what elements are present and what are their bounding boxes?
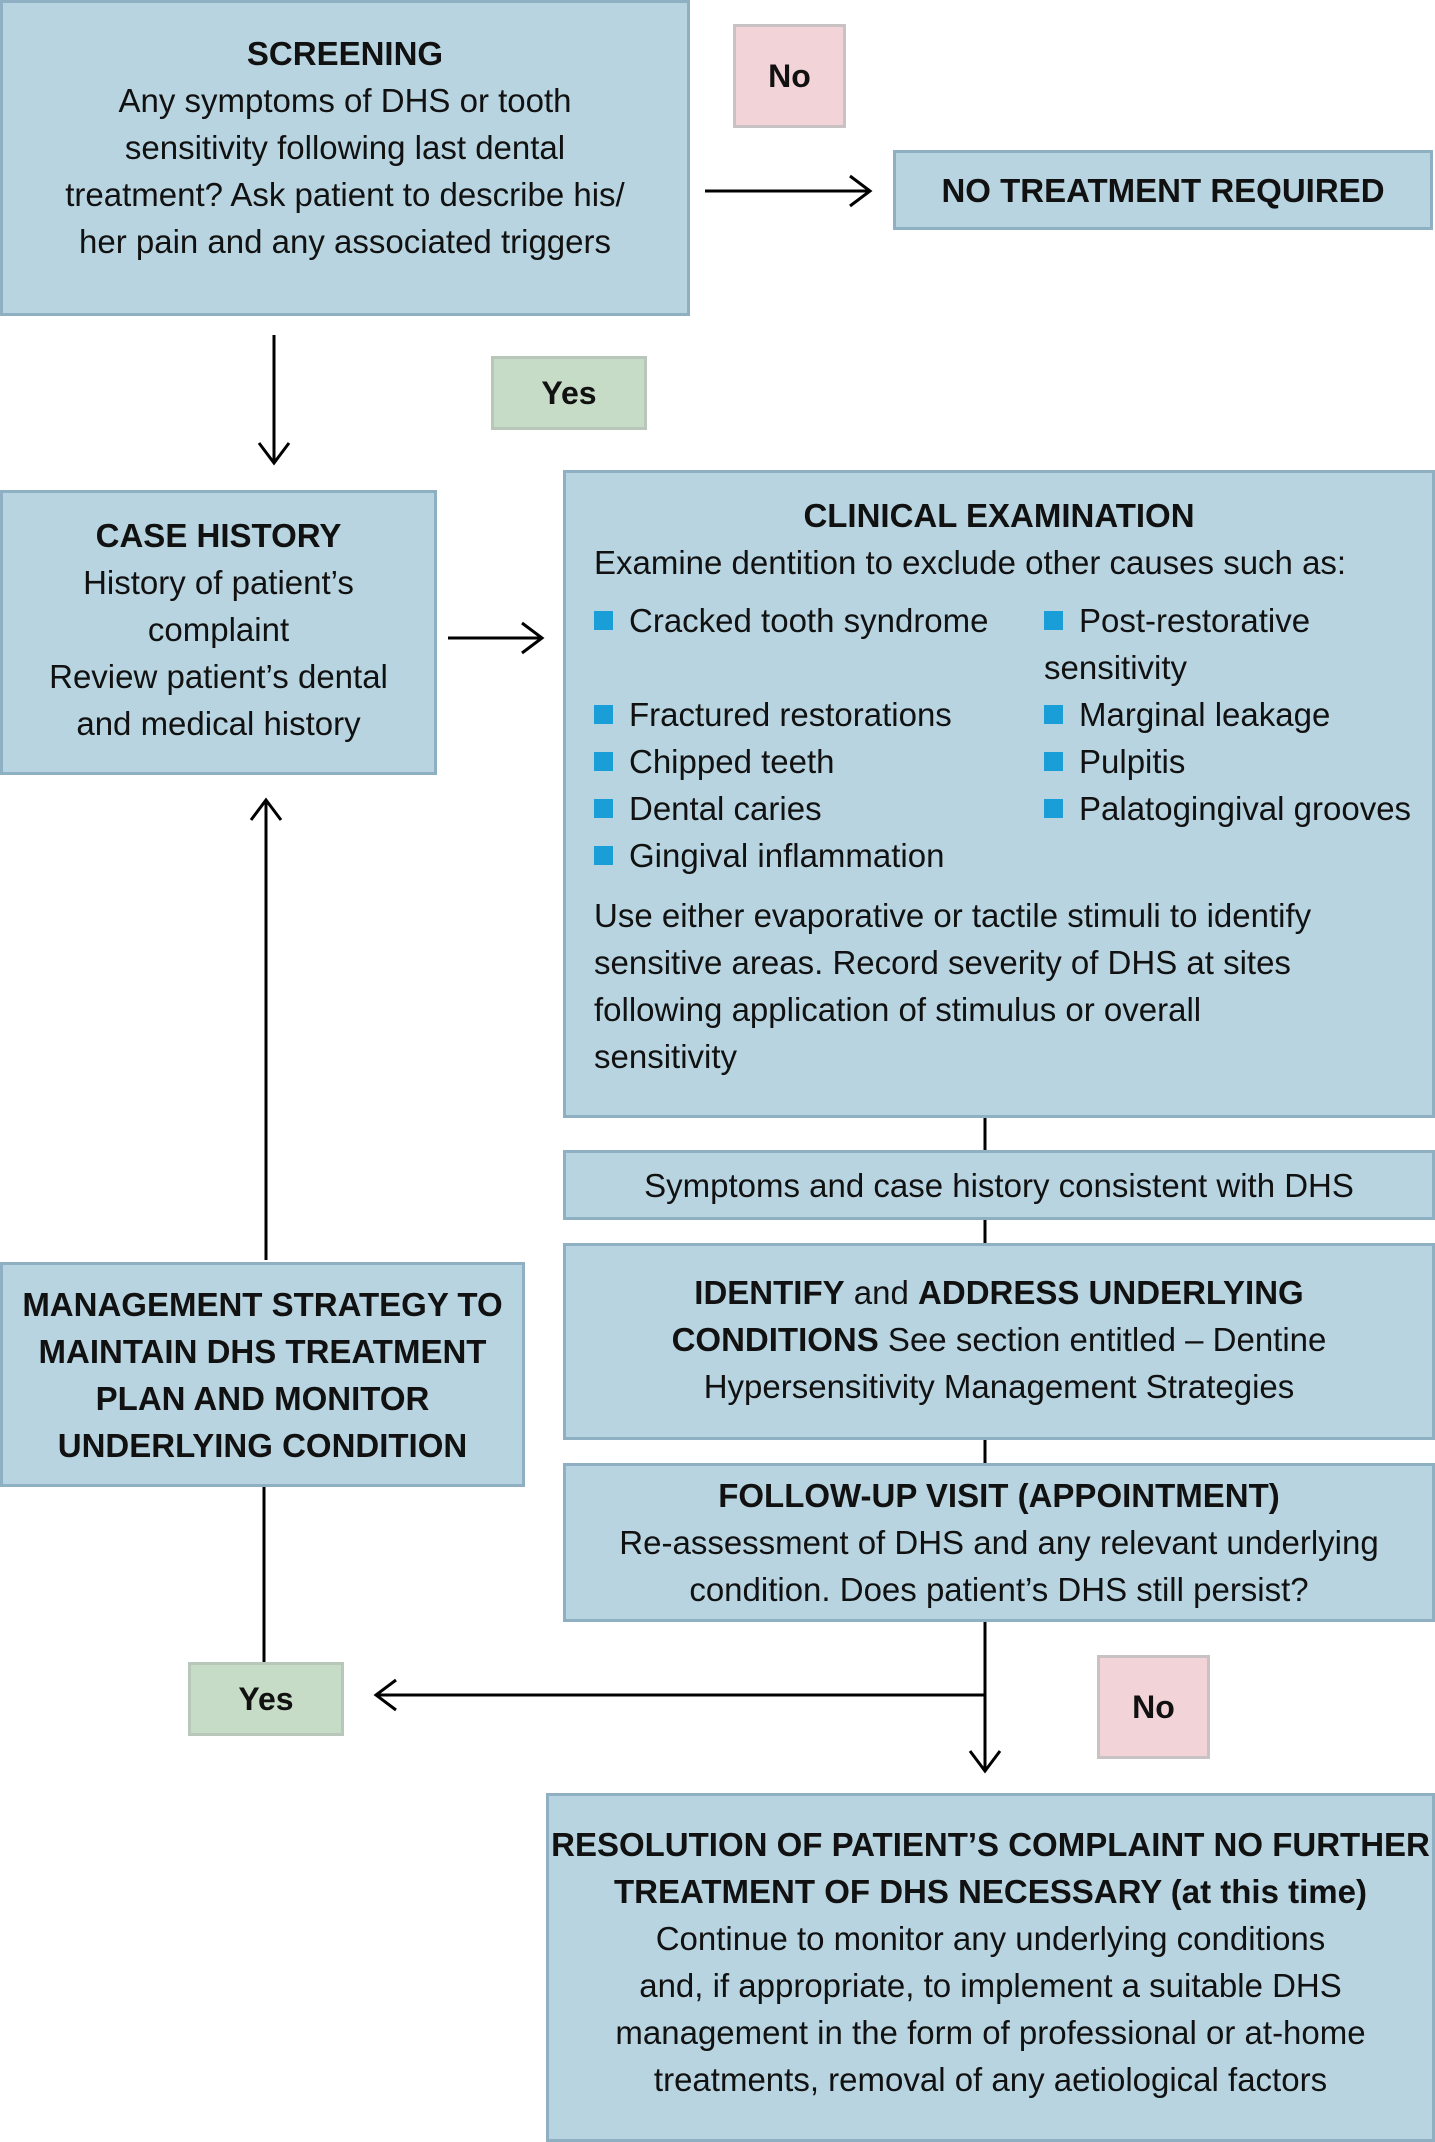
case-history-box: CASE HISTORY History of patient’s compla…: [0, 490, 437, 775]
no-tag-followup: No: [1097, 1655, 1210, 1759]
follow-up-box: FOLLOW-UP VISIT (APPOINTMENT) Re-assessm…: [563, 1463, 1435, 1622]
bullet-icon: [1044, 751, 1063, 771]
no-tag-screening: No: [733, 24, 846, 128]
screening-line-2: sensitivity following last dental: [124, 129, 566, 166]
bullet-icon: [594, 798, 613, 818]
clinical-title: CLINICAL EXAMINATION: [803, 497, 1195, 534]
list-item: Fractured restorations: [594, 691, 989, 738]
case-history-line-1: History of patient’s: [83, 564, 354, 601]
management-line-3: PLAN AND MONITOR: [95, 1380, 430, 1417]
consistent-label: Symptoms and case history consistent wit…: [644, 1166, 1354, 1204]
list-item: Pulpitis: [1044, 738, 1411, 785]
resolution-title-2a: TREATMENT OF DHS NECESSARY: [614, 1873, 1162, 1910]
list-item: Marginal leakage: [1044, 691, 1411, 738]
list-item: Chipped teeth: [594, 738, 989, 785]
clinical-para-line-4: sensitivity: [594, 1038, 738, 1075]
list-item-continuation: sensitivity: [1044, 649, 1188, 686]
identify-see-section: See section entitled – Dentine: [878, 1321, 1327, 1358]
management-line-1: MANAGEMENT STRATEGY TO: [22, 1286, 503, 1323]
screening-title: SCREENING: [246, 35, 444, 72]
bullet-icon: [1044, 610, 1063, 630]
no-treatment-box: NO TREATMENT REQUIRED: [893, 150, 1433, 230]
clinical-para-line-2: sensitive areas. Record severity of DHS …: [594, 944, 1291, 981]
bullet-icon: [594, 845, 613, 865]
management-line-2: MAINTAIN DHS TREATMENT: [38, 1333, 487, 1370]
consistent-with-dhs-box: Symptoms and case history consistent wit…: [563, 1150, 1435, 1220]
conditions-bold: CONDITIONS: [671, 1321, 879, 1358]
bullet-icon: [594, 751, 613, 771]
identify-line-2: CONDITIONS See section entitled – Dentin…: [566, 1316, 1432, 1363]
management-line-4: UNDERLYING CONDITION: [57, 1427, 468, 1464]
screening-line-1: Any symptoms of DHS or tooth: [118, 82, 572, 119]
identify-line-3: Hypersensitivity Management Strategies: [703, 1368, 1295, 1405]
identify-and: and: [844, 1274, 919, 1311]
bullet-icon: [594, 610, 613, 630]
clinical-para-line-3: following application of stimulus or ove…: [594, 991, 1202, 1028]
clinical-para-line-1: Use either evaporative or tactile stimul…: [594, 897, 1312, 934]
list-item: Post-restorative: [1044, 597, 1411, 644]
case-history-title: CASE HISTORY: [95, 517, 342, 554]
no-treatment-label: NO TREATMENT REQUIRED: [941, 171, 1385, 209]
screening-box: SCREENING Any symptoms of DHS or tooth s…: [0, 0, 690, 316]
follow-up-line-1: Re-assessment of DHS and any relevant un…: [619, 1524, 1379, 1561]
list-item: Palatogingival grooves: [1044, 785, 1411, 832]
clinical-examination-box: CLINICAL EXAMINATION Examine dentition t…: [563, 470, 1435, 1118]
clinical-intro: Examine dentition to exclude other cause…: [594, 544, 1347, 581]
list-item: Dental caries: [594, 785, 989, 832]
resolution-title-2: TREATMENT OF DHS NECESSARY (at this time…: [549, 1868, 1432, 1915]
bullet-icon: [1044, 798, 1063, 818]
resolution-line-3: management in the form of professional o…: [615, 2014, 1366, 2051]
clinical-paragraph: Use either evaporative or tactile stimul…: [594, 892, 1311, 1080]
resolution-box: RESOLUTION OF PATIENT’S COMPLAINT NO FUR…: [546, 1793, 1435, 2142]
bullet-icon: [594, 704, 613, 724]
identify-conditions-box: IDENTIFY and ADDRESS UNDERLYING CONDITIO…: [563, 1243, 1435, 1440]
identify-bold: IDENTIFY: [694, 1274, 845, 1311]
identify-line-1: IDENTIFY and ADDRESS UNDERLYING: [566, 1269, 1432, 1316]
case-history-line-4: and medical history: [76, 705, 361, 742]
management-strategy-box: MANAGEMENT STRATEGY TO MAINTAIN DHS TREA…: [0, 1262, 525, 1487]
list-item: Gingival inflammation: [594, 832, 989, 879]
resolution-line-1: Continue to monitor any underlying condi…: [655, 1920, 1326, 1957]
follow-up-line-2: condition. Does patient’s DHS still pers…: [689, 1571, 1309, 1608]
yes-tag-screening: Yes: [491, 356, 647, 430]
screening-line-4: her pain and any associated triggers: [79, 223, 611, 260]
resolution-line-4: treatments, removal of any aetiological …: [653, 2061, 1328, 2098]
case-history-line-2: complaint: [147, 611, 290, 648]
case-history-line-3: Review patient’s dental: [49, 658, 388, 695]
list-item: Cracked tooth syndrome: [594, 597, 989, 644]
follow-up-title: FOLLOW-UP VISIT (APPOINTMENT): [718, 1477, 1280, 1514]
exclusion-list-right: Post-restorative sensitivity Marginal le…: [1044, 597, 1411, 832]
bullet-icon: [1044, 704, 1063, 724]
resolution-title-1: RESOLUTION OF PATIENT’S COMPLAINT NO FUR…: [551, 1826, 1430, 1863]
address-bold: ADDRESS UNDERLYING: [918, 1274, 1304, 1311]
yes-tag-followup: Yes: [188, 1662, 344, 1736]
screening-line-3: treatment? Ask patient to describe his/: [65, 176, 625, 213]
resolution-title-2b: (at this time): [1161, 1873, 1367, 1910]
resolution-line-2: and, if appropriate, to implement a suit…: [639, 1967, 1342, 2004]
exclusion-list-left: Cracked tooth syndrome Fractured restora…: [594, 597, 989, 879]
